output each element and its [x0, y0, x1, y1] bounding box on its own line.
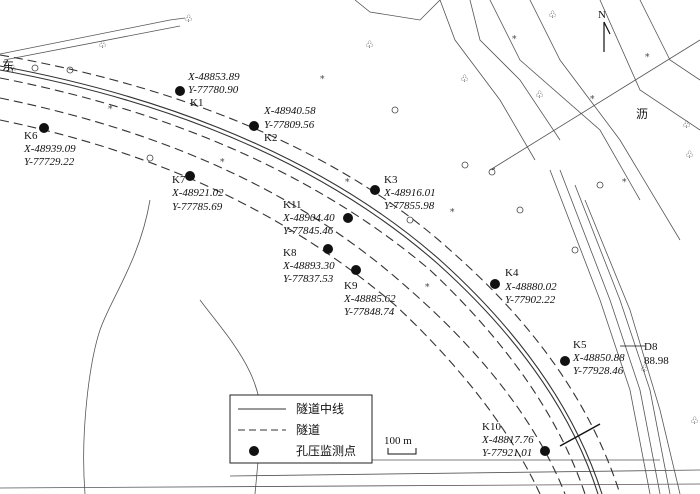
point-k9-marker — [351, 265, 361, 275]
point-k4-marker — [490, 279, 500, 289]
point-k9-y: Y-77848.74 — [344, 306, 395, 318]
point-k8-x: X-48893.30 — [282, 260, 335, 272]
tunnel-centerline — [0, 65, 603, 494]
point-k4-name: K4 — [505, 267, 519, 279]
north-arrow-icon — [603, 21, 611, 52]
point-k1-name: K1 — [190, 97, 203, 109]
point-k3-name: K3 — [384, 174, 398, 186]
scale-bar — [387, 448, 417, 455]
point-k1-x: X-48853.89 — [187, 71, 240, 83]
point-k11-x: X-48904.40 — [282, 212, 335, 224]
point-k4-x: X-48880.02 — [504, 281, 557, 293]
svg-text:♧: ♧ — [460, 74, 469, 85]
svg-text:*: * — [320, 75, 325, 85]
legend-tunnel-label: 隧道 — [296, 422, 320, 437]
svg-text:*: * — [425, 283, 430, 293]
point-k1-y: Y-77780.90 — [188, 84, 239, 96]
legend: 隧道中线 隧道 孔压监测点 — [229, 394, 373, 464]
point-k8-name: K8 — [283, 247, 297, 259]
svg-text:♧: ♧ — [184, 14, 193, 25]
cut-line-value: 88.98 — [644, 355, 669, 367]
legend-centerline-label: 隧道中线 — [296, 401, 344, 416]
place-label-right: 沥 — [636, 107, 648, 121]
svg-text:♧: ♧ — [8, 64, 17, 75]
point-k7-name: K7 — [172, 174, 186, 186]
point-k7-x: X-48921.02 — [171, 187, 224, 199]
svg-text:♧: ♧ — [365, 40, 374, 51]
point-k9-name: K9 — [344, 280, 358, 292]
point-k8-marker — [323, 244, 333, 254]
point-k10-marker — [540, 446, 550, 456]
svg-text:*: * — [590, 95, 595, 105]
point-k5-x: X-48850.88 — [572, 352, 625, 364]
point-k10-name: K10 — [482, 421, 501, 433]
point-k5-y: Y-77928.46 — [573, 365, 624, 377]
point-k11-y: Y-77845.46 — [283, 225, 334, 237]
point-k11-marker — [343, 213, 353, 223]
point-k6-marker — [39, 123, 49, 133]
scale-label: 100 m — [384, 435, 412, 447]
svg-text:*: * — [645, 53, 650, 63]
point-k2-x: X-48940.58 — [263, 105, 316, 117]
svg-text:*: * — [512, 35, 517, 45]
point-k7-y: Y-77785.69 — [172, 201, 223, 213]
point-k11-name: K11 — [283, 199, 302, 211]
point-k3-marker — [370, 185, 380, 195]
point-k2-y: Y-77809.56 — [264, 119, 315, 131]
point-k10-x: X-48817.76 — [481, 434, 534, 446]
svg-text:♧: ♧ — [690, 416, 699, 427]
point-k3-y: Y-77855.98 — [384, 200, 435, 212]
point-k5-name: K5 — [573, 339, 587, 351]
point-k6-x: X-48939.09 — [23, 143, 76, 155]
svg-text:*: * — [450, 208, 455, 218]
point-k3-x: X-48916.01 — [383, 187, 436, 199]
tunnel-lines — [0, 54, 621, 494]
point-k8-y: Y-77837.53 — [283, 273, 334, 285]
cut-line — [559, 345, 645, 447]
cut-line-label: D8 — [644, 341, 658, 353]
point-k7-marker — [185, 171, 195, 181]
point-k2-marker — [249, 121, 259, 131]
point-k5-marker — [560, 356, 570, 366]
map-symbols: * * * * * * * * * * ♧ ♧ ♧ ♧ ♧ ♧ ♧ ♧ ♧ ♧ … — [8, 10, 699, 427]
point-k9-x: X-48885.62 — [343, 293, 396, 305]
legend-point-icon — [249, 446, 259, 456]
north-label: N — [598, 9, 606, 21]
point-k6-name: K6 — [24, 130, 38, 142]
svg-text:♧: ♧ — [640, 364, 649, 375]
svg-text:♧: ♧ — [548, 10, 557, 21]
svg-text:♧: ♧ — [685, 150, 694, 161]
svg-text:*: * — [220, 158, 225, 168]
svg-text:♧: ♧ — [98, 40, 107, 51]
svg-text:♧: ♧ — [682, 120, 691, 131]
point-k10-y: Y-77921.01 — [482, 447, 532, 459]
legend-point-label: 孔压监测点 — [296, 444, 356, 458]
point-k1-marker — [175, 86, 185, 96]
place-label-left: 东 — [2, 59, 14, 73]
monitoring-points: X-48853.89 Y-77780.90 K1 X-48940.58 Y-77… — [23, 71, 625, 459]
svg-text:*: * — [622, 178, 627, 188]
svg-text:*: * — [108, 105, 113, 115]
point-k4-y: Y-77902.22 — [505, 294, 556, 306]
point-k6-y: Y-77729.22 — [24, 156, 75, 168]
svg-text:*: * — [345, 178, 350, 188]
svg-text:♧: ♧ — [535, 90, 544, 101]
point-k2-name: K2 — [264, 132, 277, 144]
